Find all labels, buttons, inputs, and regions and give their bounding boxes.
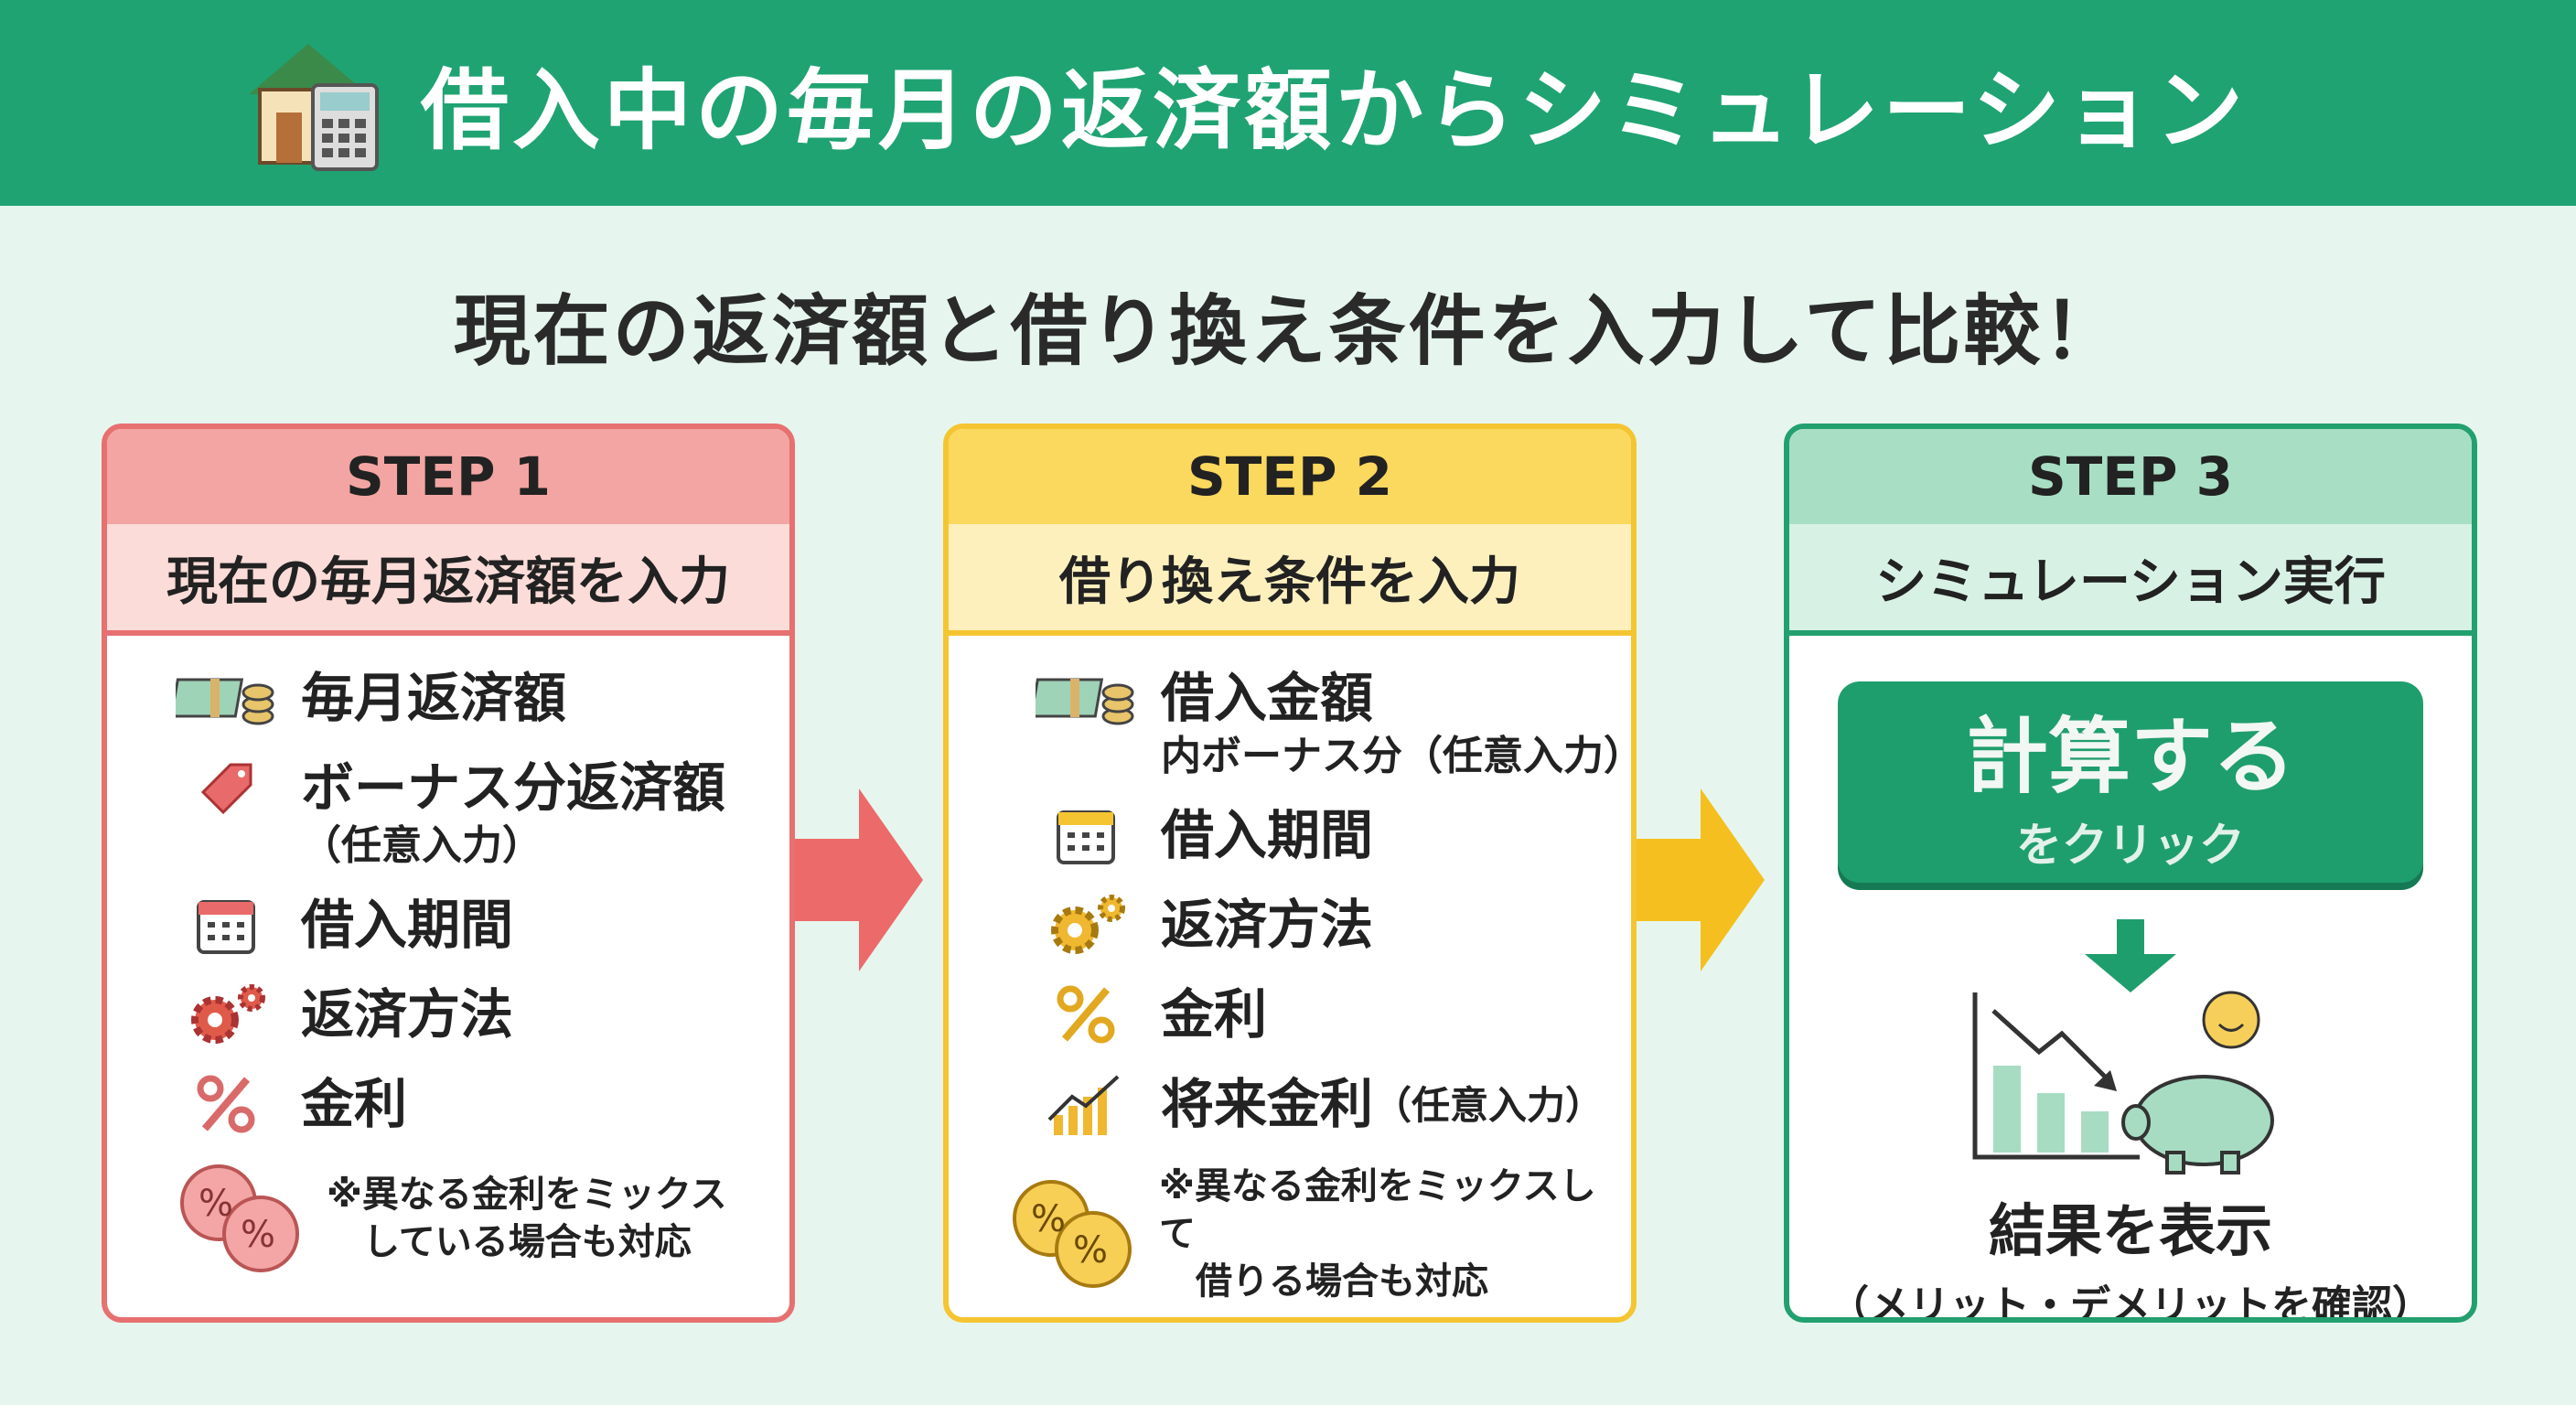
note: %%※異なる金利をミックス している場合も対応 — [171, 1159, 789, 1278]
step3-title: シミュレーション実行 — [1789, 524, 2472, 636]
step1-label: STEP 1 — [107, 429, 789, 524]
arrow-right-icon — [1637, 788, 1765, 971]
list-item: 金利 — [1031, 980, 1631, 1049]
house-calculator-icon — [249, 44, 379, 171]
list-item: 金利 — [171, 1069, 789, 1139]
calculate-button[interactable]: 計算する をクリック — [1838, 681, 2423, 883]
mixed-rate-icon: %% — [180, 1164, 299, 1272]
svg-text:%: % — [1031, 1198, 1066, 1240]
page-title: 借入中の毎月の返済額からシミュレーション — [421, 59, 2248, 162]
header-banner: 借入中の毎月の返済額からシミュレーション — [0, 0, 2576, 206]
gears-icon — [1031, 890, 1141, 960]
step2-title: 借り換え条件を入力 — [949, 524, 1631, 636]
list-item: 返済方法 — [1031, 890, 1631, 960]
svg-text:%: % — [199, 1183, 233, 1225]
step3-card: STEP 3 シミュレーション実行 計算する をクリック 結果を表示 （メリット… — [1784, 424, 2477, 1323]
gears-icon — [171, 980, 281, 1049]
list-item: 借入金額内ボーナス分（任意入力） — [1031, 663, 1631, 780]
money-icon — [1031, 663, 1141, 733]
rising-chart-icon — [1031, 1069, 1141, 1139]
arrow-right-icon — [795, 788, 923, 971]
list-item: 借入期間 — [171, 890, 789, 960]
money-icon — [171, 663, 281, 733]
result-section: 結果を表示 （メリット・デメリットを確認） — [1829, 1197, 2432, 1323]
svg-text:%: % — [241, 1214, 275, 1256]
list-item: ボーナス分返済額（任意入力） — [171, 753, 789, 870]
step3-label: STEP 3 — [1789, 429, 2472, 524]
list-item: 借入期間 — [1031, 800, 1631, 870]
note: %%※異なる金利をミックスして 借りる場合も対応 — [1004, 1163, 1631, 1305]
list-item: 毎月返済額 — [171, 663, 789, 733]
tag-icon — [171, 753, 281, 822]
list-item: 返済方法 — [171, 980, 789, 1049]
step1-card: STEP 1 現在の毎月返済額を入力 毎月返済額 ボーナス分返済額（任意入力） … — [102, 424, 795, 1323]
subtitle: 現在の返済額と借り換え条件を入力して比較！ — [453, 286, 2123, 376]
arrow-down-icon — [2085, 919, 2176, 992]
calendar-icon — [171, 890, 281, 960]
mixed-rate-icon: %% — [1013, 1180, 1132, 1288]
list-item: 将来金利（任意入力） — [1031, 1069, 1631, 1142]
step2-card: STEP 2 借り換え条件を入力 借入金額内ボーナス分（任意入力） 借入期間 返… — [943, 424, 1637, 1323]
step2-label: STEP 2 — [949, 429, 1631, 524]
percent-icon — [171, 1069, 281, 1139]
percent-icon — [1031, 980, 1141, 1049]
step1-title: 現在の毎月返済額を入力 — [107, 524, 789, 636]
savings-chart-piggy-icon — [1972, 991, 2274, 1174]
svg-text:%: % — [1073, 1229, 1108, 1271]
calendar-icon — [1031, 800, 1141, 870]
